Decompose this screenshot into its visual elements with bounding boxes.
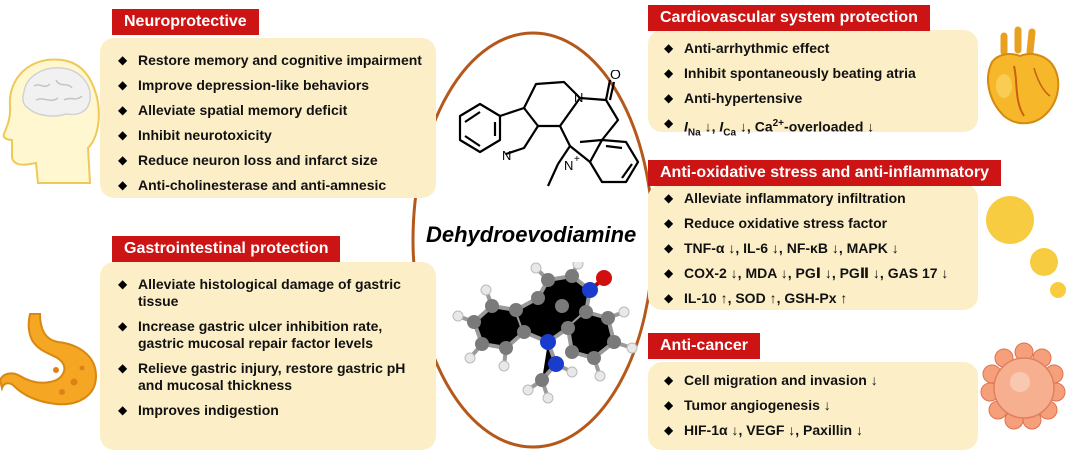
list-item: Reduce neuron loss and infarct size	[118, 152, 422, 169]
ball-stick-model	[452, 262, 638, 404]
antiox-title: Anti-oxidative stress and anti-inflammat…	[648, 160, 1001, 186]
bubbles-icon	[986, 196, 1066, 298]
list-item: Relieve gastric injury, restore gastric …	[118, 360, 424, 394]
list-item: Alleviate spatial memory deficit	[118, 102, 422, 119]
gastro-panel: Alleviate histological damage of gastric…	[100, 262, 436, 450]
list-item: Inhibit spontaneously beating atria	[664, 65, 916, 82]
heart-icon	[987, 26, 1060, 125]
atom-o: O	[610, 70, 621, 82]
cancer-panel: Cell migration and invasion ↓ Tumor angi…	[648, 362, 978, 450]
compound-name: Dehydroevodiamine	[426, 222, 637, 247]
ion-list-item: INa ↓, ICa ↓, Ca2+-overloaded ↓	[664, 115, 916, 141]
list-item: Improve depression-like behaviors	[118, 77, 422, 94]
neuroprotective-panel: Restore memory and cognitive impairment …	[100, 38, 436, 198]
list-item: Cell migration and invasion ↓	[664, 372, 878, 389]
list-item: Anti-cholinesterase and anti-amnesic	[118, 177, 422, 194]
list-item: Restore memory and cognitive impairment	[118, 52, 422, 69]
head-brain-icon	[2, 58, 100, 184]
gastro-title: Gastrointestinal protection	[112, 236, 341, 262]
cancer-cell-icon	[980, 342, 1066, 430]
skeletal-structure: O N N N +	[458, 70, 640, 187]
list-item: Alleviate histological damage of gastric…	[118, 276, 424, 310]
antiox-panel: Alleviate inflammatory infiltration Redu…	[648, 184, 978, 310]
list-item: Reduce oxidative stress factor	[664, 215, 948, 232]
list-item: Increase gastric ulcer inhibition rate, …	[118, 318, 424, 352]
list-item: Anti-arrhythmic effect	[664, 40, 916, 57]
atom-n2: N	[502, 148, 511, 163]
list-item: Improves indigestion	[118, 402, 424, 419]
list-item: IL-10 ↑, SOD ↑, GSH-Px ↑	[664, 290, 948, 307]
list-item: COX-2 ↓, MDA ↓, PGⅠ ↓, PGⅡ ↓, GAS 17 ↓	[664, 265, 948, 282]
list-item: Anti-hypertensive	[664, 90, 916, 107]
cancer-title: Anti-cancer	[648, 333, 761, 359]
list-item: Inhibit neurotoxicity	[118, 127, 422, 144]
atom-n3: N	[564, 158, 573, 173]
list-item: Tumor angiogenesis ↓	[664, 397, 878, 414]
atom-n1: N	[574, 90, 583, 105]
atom-charge: +	[574, 154, 580, 165]
list-item: Alleviate inflammatory infiltration	[664, 190, 948, 207]
list-item: HIF-1α ↓, VEGF ↓, Paxillin ↓	[664, 422, 878, 439]
cardio-title: Cardiovascular system protection	[648, 5, 930, 31]
neuroprotective-title: Neuroprotective	[112, 9, 259, 35]
stomach-icon	[0, 313, 98, 406]
list-item: TNF-α ↓, IL-6 ↓, NF-κB ↓, MAPK ↓	[664, 240, 948, 257]
cardio-panel: Anti-arrhythmic effect Inhibit spontaneo…	[648, 30, 978, 138]
